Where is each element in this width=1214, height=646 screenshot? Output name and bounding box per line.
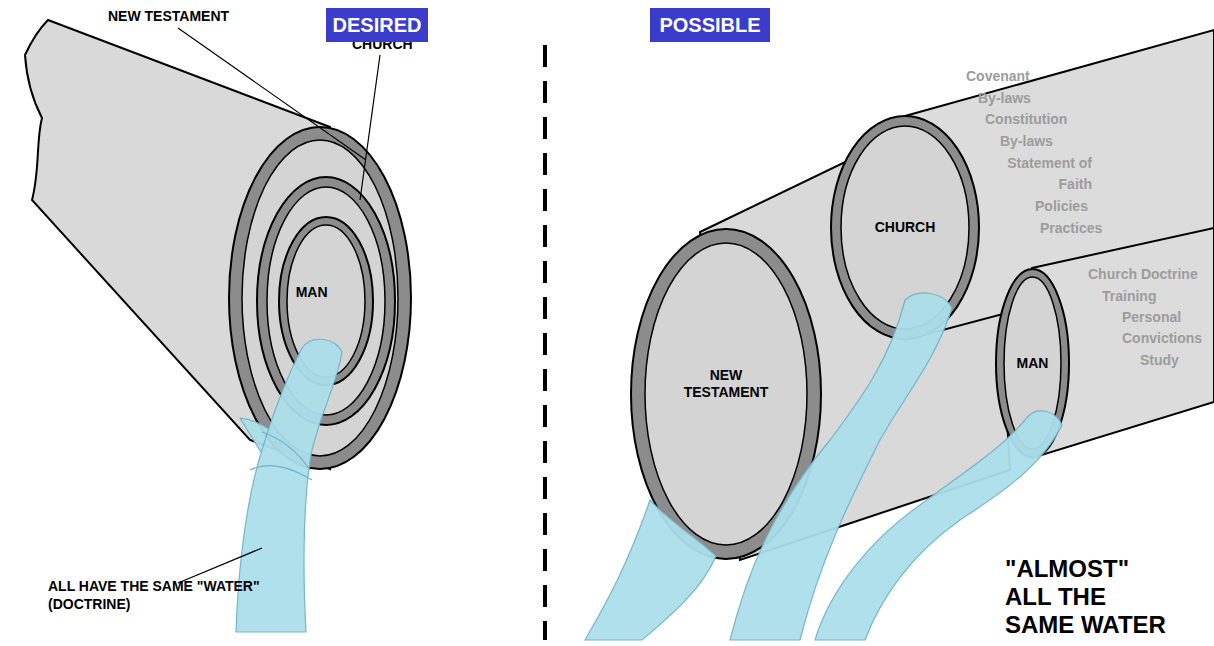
water-stream xyxy=(585,500,716,640)
water-stream xyxy=(730,293,952,640)
ring-opening xyxy=(287,225,365,377)
list-item: Policies xyxy=(1035,196,1088,217)
cylinder-ring: NEW TESTAMENTCHURCHMAN xyxy=(228,126,412,470)
water-stream xyxy=(240,418,306,520)
water-ripple xyxy=(262,432,310,470)
ring-opening xyxy=(841,126,969,329)
node-title: NEW TESTAMENT xyxy=(108,8,229,25)
section-tag: DESIRED xyxy=(326,8,428,42)
list-item: Study xyxy=(1140,350,1179,371)
node-title: NEW TESTAMENT xyxy=(676,367,776,401)
list-item: Practices xyxy=(1040,218,1102,239)
list-item: Constitution xyxy=(985,109,1067,130)
ring-rim xyxy=(831,116,979,339)
cylinder-ring: NEW TESTAMENT xyxy=(630,228,822,560)
list-item: By-laws xyxy=(978,88,1031,109)
leader-line xyxy=(360,55,380,200)
list-item: Statement of Faith xyxy=(1000,153,1092,195)
ring-opening xyxy=(645,243,807,545)
list-item: Church Doctrine xyxy=(1088,264,1198,285)
node-title: CHURCH xyxy=(860,219,950,236)
list-item: Personal Convictions xyxy=(1122,307,1212,349)
cylinder-ring: MANChurch DoctrineTrainingPersonal Convi… xyxy=(995,268,1070,458)
ring-rim xyxy=(631,229,821,559)
node-title: MAN xyxy=(282,284,342,301)
section-tag: POSSIBLE xyxy=(650,8,770,42)
ring-outline xyxy=(278,216,374,386)
divider-line xyxy=(543,45,547,640)
list-item: Training xyxy=(1102,286,1156,307)
cylinder-ring: CHURCHCovenantBy-lawsConstitutionBy-laws… xyxy=(830,115,980,340)
cylinder-ring: CHURCHMAN xyxy=(256,176,396,426)
ring-opening xyxy=(267,187,385,415)
ring-rim xyxy=(257,177,395,425)
leader-line xyxy=(178,548,262,583)
list-item: Covenant xyxy=(966,66,1030,87)
ring-rim xyxy=(229,127,411,469)
callout-note: ALL HAVE THE SAME "WATER" (DOCTRINE) xyxy=(48,578,263,613)
leader-line xyxy=(178,28,366,160)
ring-rim xyxy=(279,217,373,385)
cylinder-ring: MAN xyxy=(278,216,374,386)
list-item: By-laws xyxy=(1000,131,1053,152)
ring-opening xyxy=(242,140,398,456)
ring-rim xyxy=(996,269,1069,457)
callout-note: "ALMOST" ALL THE SAME WATER xyxy=(1005,555,1175,639)
node-title: MAN xyxy=(1003,355,1063,372)
water-ripple xyxy=(250,466,312,480)
